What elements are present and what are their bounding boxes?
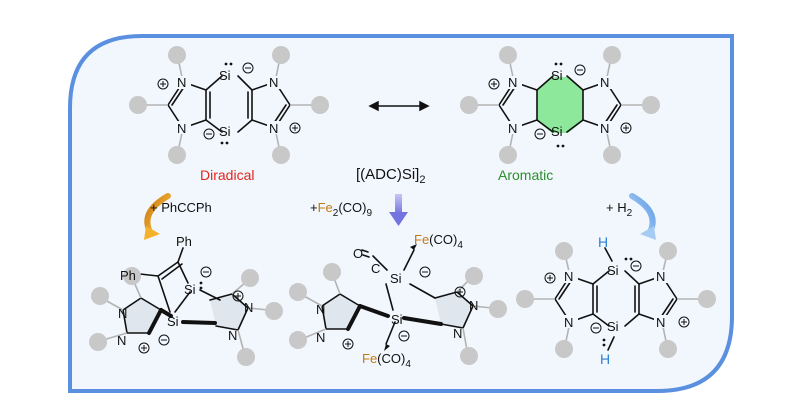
atom-si: Si — [219, 68, 231, 83]
atom-n: N — [656, 315, 665, 330]
atom-si: Si — [184, 282, 196, 297]
atom-si: Si — [551, 68, 563, 83]
atom-si: Si — [167, 314, 179, 329]
arrow-alkyne — [144, 193, 171, 240]
atom-n: N — [564, 315, 573, 330]
aromatic-molecule: N N N N Si Si — [460, 46, 660, 164]
precursor-label: [(ADC)Si]2 — [356, 166, 425, 186]
atom-n: N — [508, 121, 517, 136]
atom-h: H — [600, 351, 610, 367]
diradical-molecule: N N N N Si Si — [129, 46, 329, 164]
atom-n: N — [508, 75, 517, 90]
atom-o: O — [353, 246, 363, 261]
hydrogen-product: N N N N Si Si H H — [516, 234, 716, 367]
reagent-alkyne: + PhCCPh — [150, 200, 212, 215]
reagent-hydrogen: + H2 — [606, 200, 633, 219]
atom-n: N — [269, 75, 278, 90]
atom-n: N — [564, 269, 573, 284]
atom-n: N — [228, 328, 237, 343]
atom-ph: Ph — [120, 268, 136, 283]
atom-si: Si — [390, 271, 402, 286]
iron-carbonyl-bottom: Fe(CO)4 — [362, 351, 411, 370]
aromatic-label: Aromatic — [498, 167, 553, 183]
atom-n: N — [118, 306, 127, 321]
atom-n: N — [600, 121, 609, 136]
atom-c: C — [371, 261, 380, 276]
atom-si: Si — [219, 124, 231, 139]
atom-n: N — [177, 75, 186, 90]
diradical-label: Diradical — [200, 167, 254, 183]
atom-si: Si — [391, 312, 403, 327]
atom-n: N — [600, 75, 609, 90]
atom-n: N — [117, 333, 126, 348]
alkyne-product: Ph Ph Si Si N N N N — [89, 234, 283, 366]
atom-n: N — [656, 269, 665, 284]
atom-n: N — [316, 330, 325, 345]
atom-n: N — [453, 326, 462, 341]
atom-h: H — [598, 234, 608, 250]
atom-n: N — [269, 121, 278, 136]
atom-n: N — [316, 302, 325, 317]
arrow-iron — [389, 194, 408, 226]
reagent-iron: +Fe2(CO)9 — [310, 200, 373, 219]
atom-si: Si — [607, 263, 619, 278]
atom-n: N — [469, 298, 478, 313]
atom-si: Si — [607, 319, 619, 334]
resonance-arrow — [368, 100, 430, 112]
iron-carbonyl-top: Fe(CO)4 — [414, 232, 463, 251]
atom-n: N — [177, 121, 186, 136]
atom-ph: Ph — [176, 234, 192, 249]
atom-si: Si — [551, 124, 563, 139]
arrow-hydrogen — [629, 193, 656, 240]
iron-product: O C Si Si N N N N Fe(CO)4 Fe(CO)4 — [289, 232, 507, 370]
atom-n: N — [244, 300, 253, 315]
